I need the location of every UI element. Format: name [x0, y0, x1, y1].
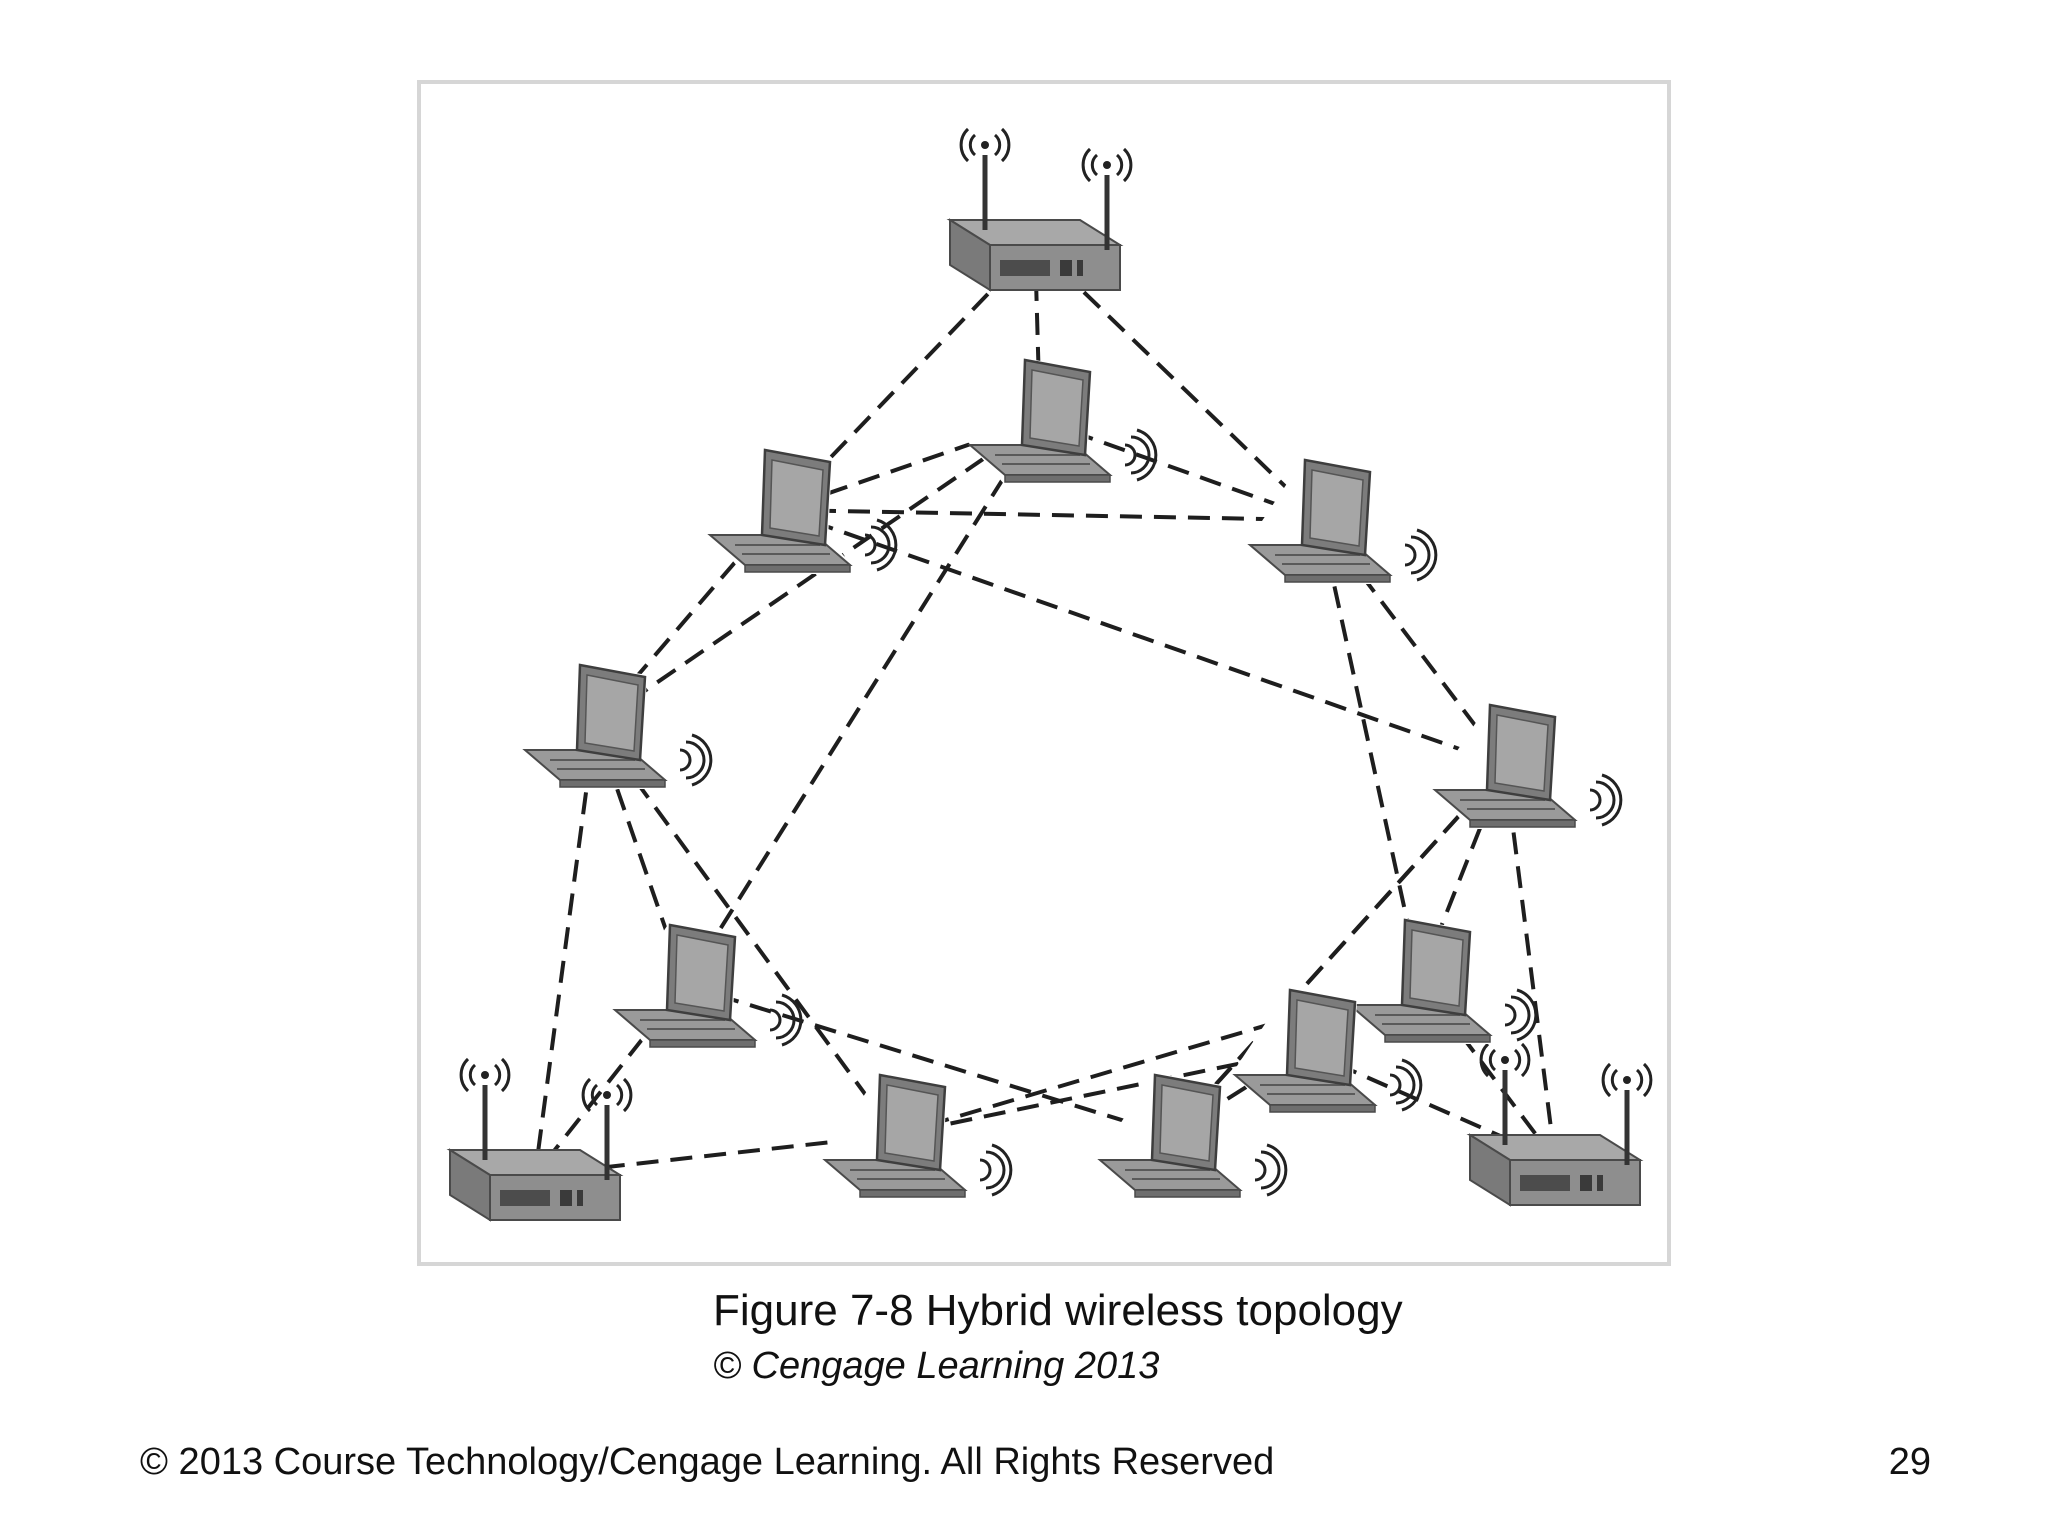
- network-link-l1-l6: [683, 418, 1042, 987]
- laptop-icon-l5: [1433, 703, 1623, 829]
- network-link-l2-l5: [779, 508, 1506, 767]
- laptop-icon-l8: [1348, 918, 1538, 1044]
- wireless-signal-icon: [1388, 1058, 1423, 1112]
- access-point-icon-ap-right: [1469, 1044, 1651, 1206]
- router-body-icon: [1469, 1134, 1641, 1206]
- wireless-signal-icon: [978, 1143, 1013, 1197]
- network-link-l7-ap-left: [534, 1133, 896, 1177]
- access-point-icon-ap-top: [949, 129, 1131, 291]
- router-body-icon: [449, 1149, 621, 1221]
- wireless-signal-icon: [1503, 988, 1538, 1042]
- footer-copyright: © 2013 Course Technology/Cengage Learnin…: [140, 1441, 1275, 1483]
- router-body-icon: [949, 219, 1121, 291]
- wireless-signal-icon: [1253, 1143, 1288, 1197]
- laptop-icon-l4: [523, 663, 713, 789]
- figure-caption-credit: © Cengage Learning 2013: [713, 1345, 1160, 1387]
- wireless-signal-icon: [678, 733, 713, 787]
- laptop-icon-l1: [968, 358, 1158, 484]
- network-link-l4-l7: [593, 723, 897, 1137]
- laptop-icon-l6: [613, 923, 803, 1049]
- figure-caption-title: Figure 7-8 Hybrid wireless topology: [713, 1286, 1403, 1335]
- wireless-signal-icon: [1588, 773, 1623, 827]
- laptop-icon-l7: [823, 1073, 1013, 1199]
- network-topology-diagram: [449, 84, 1667, 1221]
- laptop-icon-l2: [708, 448, 898, 574]
- antenna-icon: [1481, 1044, 1529, 1145]
- network-link-l4-ap-left: [533, 724, 597, 1176]
- antenna-icon: [961, 129, 1009, 230]
- laptop-icon-l3: [1248, 458, 1438, 584]
- laptop-icon-l10: [1233, 988, 1423, 1114]
- laptop-icon-l9: [1098, 1073, 1288, 1199]
- antenna-icon: [461, 1059, 509, 1160]
- network-link-l2-l3: [779, 508, 1321, 522]
- page-number: 29: [1888, 1441, 1931, 1483]
- network-link-l1-l4: [593, 418, 1042, 727]
- figure-frame: [417, 80, 1671, 1266]
- network-link-l3-l8: [1318, 519, 1422, 981]
- network-link-l9-l10: [1168, 1048, 1307, 1137]
- network-link-l6-l9: [684, 983, 1171, 1137]
- network-link-l9-l5: [1168, 763, 1507, 1137]
- network-link-l10-l7: [894, 1048, 1306, 1137]
- wireless-signal-icon: [1403, 528, 1438, 582]
